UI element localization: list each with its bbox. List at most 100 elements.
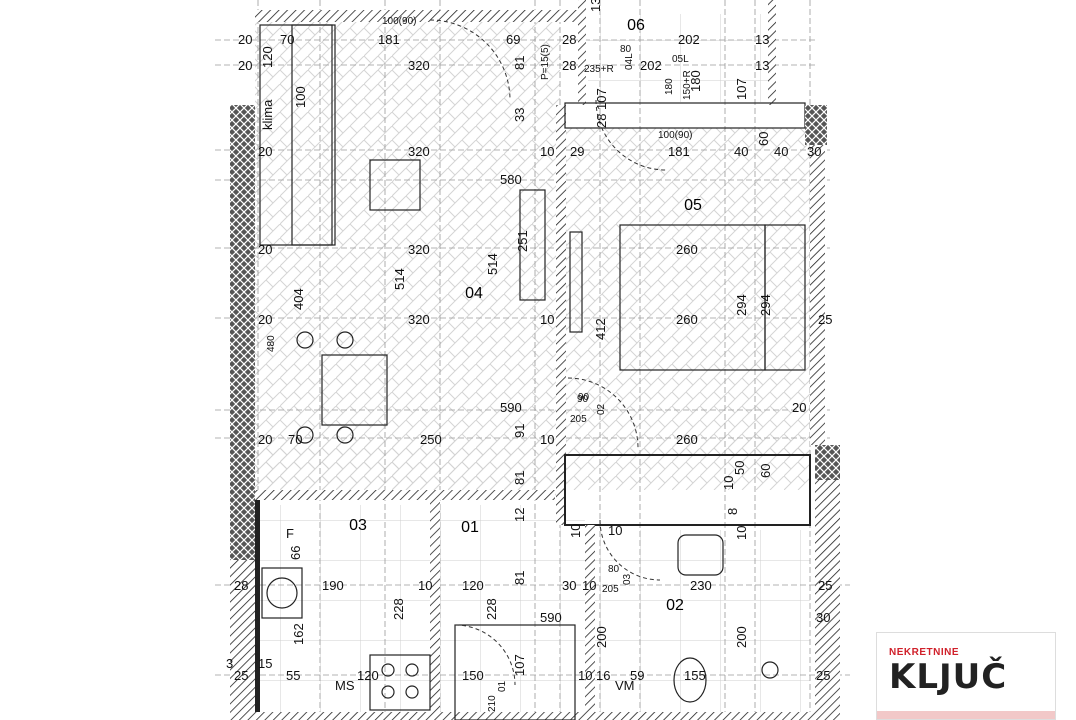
dimension-label: 10	[540, 432, 554, 447]
logo-bar	[877, 711, 1055, 719]
dimension-label: 100	[293, 86, 308, 108]
dimension-label: 294	[758, 294, 773, 316]
d205b-label: 205	[602, 584, 619, 595]
room-label-04: 04	[465, 285, 483, 302]
p15-label: P=15(5)	[540, 44, 551, 80]
dimension-label: 320	[408, 144, 430, 159]
dimension-label: 10	[568, 524, 583, 538]
dimension-label: 29	[570, 144, 584, 159]
window-04l-label: 04L	[624, 53, 635, 70]
dimension-label: 70	[288, 432, 302, 447]
dimension-label: 181	[378, 32, 400, 47]
dimension-label: 28	[234, 578, 248, 593]
dimension-label: 66	[288, 546, 303, 560]
floor-finishes	[255, 14, 810, 720]
dimension-label: 228	[484, 598, 499, 620]
dimension-label: 320	[408, 58, 430, 73]
dimension-label: 50	[732, 461, 747, 475]
dimension-label: 60	[758, 464, 773, 478]
vm-label: VM	[615, 678, 635, 693]
dimension-label: 40	[734, 144, 748, 159]
dimension-label: 30	[807, 144, 821, 159]
dimension-label: 10	[578, 668, 592, 683]
d80-label: 80	[620, 44, 632, 55]
dimension-label: 200	[594, 626, 609, 648]
dimension-label: 412	[593, 318, 608, 340]
walls	[230, 0, 840, 720]
dimension-label: 91	[512, 424, 527, 438]
dimension-label: 155	[684, 668, 706, 683]
room-label-06: 06	[627, 17, 645, 34]
dimension-label: 120	[462, 578, 484, 593]
door-balcony-label: 100(90)	[658, 130, 692, 141]
dimension-label: 10	[608, 523, 622, 538]
dimension-label: 10	[721, 476, 736, 490]
dimension-label: 251	[515, 230, 530, 252]
dimension-label: 162	[291, 623, 306, 645]
dimension-label: 320	[408, 312, 430, 327]
dimension-labels: 20 70 181 69 28 13 202 13 20 120 320 81 …	[226, 0, 832, 683]
dimension-label: 55	[286, 668, 300, 683]
dimension-label: 13	[755, 58, 769, 73]
dimension-label: 580	[500, 172, 522, 187]
dimension-label: 3	[226, 656, 233, 671]
window-05l-label: 05L	[672, 54, 689, 65]
dimension-label: 20	[258, 432, 272, 447]
dimension-label: 320	[408, 242, 430, 257]
dimension-label: 28	[594, 114, 609, 128]
dimension-label: 81	[512, 56, 527, 70]
dimension-label: 25	[818, 578, 832, 593]
dimension-label: 16	[596, 668, 610, 683]
d210-label: 210	[487, 695, 498, 712]
coffee-table	[369, 159, 421, 211]
washbasin	[677, 534, 724, 576]
dimension-label: 28	[562, 58, 576, 73]
dimension-label: 20	[258, 312, 272, 327]
dimension-label: 107	[512, 654, 527, 676]
dimension-label: 180	[688, 70, 703, 92]
d01-label: 01	[497, 680, 508, 692]
dimension-label: 81	[512, 571, 527, 585]
dimension-label: 260	[676, 432, 698, 447]
dimension-label: 8	[725, 508, 740, 515]
d80b-label: 80	[608, 564, 620, 575]
dimension-label: 30	[562, 578, 576, 593]
dimension-label: 150	[462, 668, 484, 683]
dimension-label: 10	[418, 578, 432, 593]
dimension-label: 40	[774, 144, 788, 159]
dimension-label: 69	[506, 32, 520, 47]
logo-tagline: NEKRETNINE	[889, 647, 960, 658]
ms-label: MS	[335, 678, 355, 693]
entry-area	[454, 624, 576, 720]
dimension-label: 404	[291, 288, 306, 310]
dimension-label: 590	[500, 400, 522, 415]
dimension-label: 12	[512, 508, 527, 522]
klima-label: klima	[260, 99, 275, 130]
d205-label: 205	[570, 414, 587, 425]
dimension-label: 202	[678, 32, 700, 47]
dimension-label: 294	[734, 294, 749, 316]
dimension-label: 60	[756, 132, 771, 146]
agency-logo: NEKRETNINE KLJUČ	[876, 632, 1056, 720]
room-label-03: 03	[349, 517, 367, 534]
shower-drain	[761, 661, 779, 679]
dimension-label: 81	[512, 471, 527, 485]
dimension-label: 20	[258, 242, 272, 257]
door-top-label: 100(90)	[382, 16, 416, 27]
dimension-label: 33	[512, 108, 527, 122]
dimension-label: 480	[266, 335, 277, 352]
d180-label: 180	[664, 78, 675, 95]
dimension-label: 10	[540, 144, 554, 159]
tv-unit	[519, 189, 546, 301]
dimension-label: 25	[816, 668, 830, 683]
dimension-label: 25	[234, 668, 248, 683]
dimension-label: 10	[734, 526, 749, 540]
dimension-label: 13	[588, 0, 603, 12]
dimension-label: 190	[322, 578, 344, 593]
dimension-label: 25	[818, 312, 832, 327]
dimension-label: 514	[392, 268, 407, 290]
dimension-label: 260	[676, 242, 698, 257]
dimension-label: 230	[690, 578, 712, 593]
dimension-label: 20	[258, 144, 272, 159]
